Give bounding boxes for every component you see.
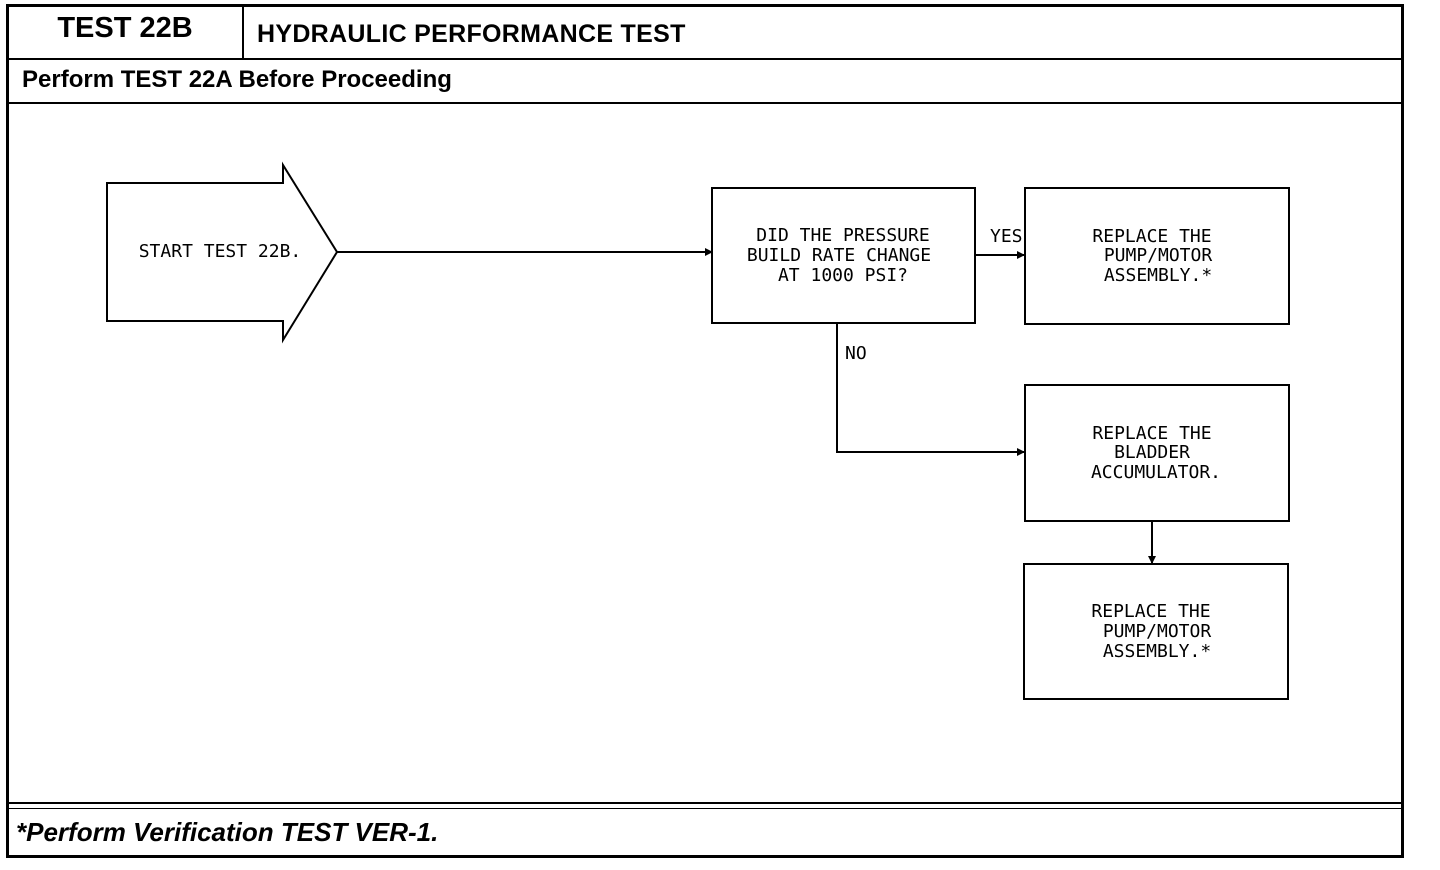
- action-no-2-line-2: PUMP/MOTOR: [1103, 621, 1212, 642]
- no-label: NO: [845, 343, 867, 364]
- connector-no: [836, 323, 1025, 456]
- action-yes-line-1: REPLACE THE: [1092, 226, 1211, 247]
- action-no-1-line-1: REPLACE THE: [1092, 423, 1211, 444]
- action-no-1-line-2: BLADDER: [1114, 442, 1190, 463]
- action-no-2-line-1: REPLACE THE: [1091, 601, 1210, 622]
- decision-box: DID THE PRESSURE BUILD RATE CHANGE AT 10…: [711, 187, 976, 324]
- footer-divider-thin: [6, 808, 1404, 809]
- action-yes-line-2: PUMP/MOTOR: [1104, 245, 1213, 266]
- footnote: *Perform Verification TEST VER-1.: [16, 817, 439, 847]
- decision-line-2: BUILD RATE CHANGE: [747, 245, 931, 266]
- start-arrow: START TEST 22B.: [106, 161, 339, 344]
- test-title: HYDRAULIC PERFORMANCE TEST: [257, 20, 686, 48]
- subtitle: Perform TEST 22A Before Proceeding: [22, 66, 452, 93]
- action-box-yes: REPLACE THE PUMP/MOTOR ASSEMBLY.*: [1024, 187, 1290, 325]
- test-id: TEST 22B: [57, 12, 193, 44]
- header-divider: [6, 58, 1404, 60]
- decision-line-3: AT 1000 PSI?: [778, 265, 908, 286]
- action-box-no-1: REPLACE THE BLADDER ACCUMULATOR.: [1024, 384, 1290, 522]
- start-label: START TEST 22B.: [139, 241, 302, 262]
- decision-line-1: DID THE PRESSURE: [756, 225, 929, 246]
- action-box-no-2: REPLACE THE PUMP/MOTOR ASSEMBLY.*: [1023, 563, 1289, 700]
- page-frame: [6, 4, 1404, 858]
- action-no-1-line-3: ACCUMULATOR.: [1091, 462, 1221, 483]
- footer-divider: [6, 802, 1404, 804]
- subtitle-divider: [6, 102, 1404, 104]
- yes-label: YES: [990, 226, 1023, 247]
- action-no-2-line-3: ASSEMBLY.*: [1103, 641, 1211, 662]
- action-yes-line-3: ASSEMBLY.*: [1104, 265, 1212, 286]
